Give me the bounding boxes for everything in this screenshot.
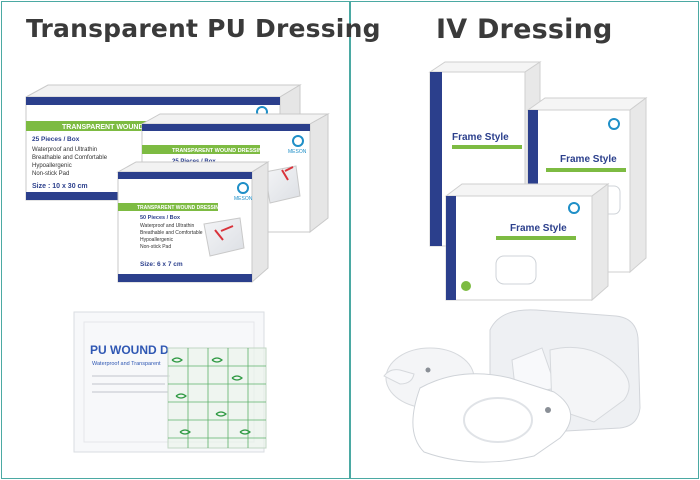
pu-box-large-feature-4: Non-stick Pad [32, 171, 69, 177]
dressing-sample-icon [203, 217, 245, 257]
pu-box-small-feature-4: Non-stick Pad [140, 244, 171, 250]
pu-box-small-count: 50 Pieces / Box [140, 215, 181, 221]
pu-box-small-feature-2: Breathable and Comfortable [140, 230, 203, 236]
pu-box-large-banner: TRANSPARENT WOUND [62, 124, 144, 131]
iv-box-front-label: Frame Style [510, 223, 567, 234]
brand-logo-icon [237, 182, 249, 194]
pu-box-small-size: Size: 6 x 7 cm [140, 261, 183, 268]
pu-box-large-feature-1: Waterproof and Ultrathin [32, 147, 97, 153]
panel-title-pu: Transparent PU Dressing [26, 14, 381, 43]
panel-title-iv: IV Dressing [436, 14, 613, 45]
pu-box-medium-banner: TRANSPARENT WOUND DRESSING [172, 148, 266, 154]
pu-box-small-feature-1: Waterproof and Ultrathin [140, 223, 195, 229]
ce-mark-icon [461, 281, 471, 291]
pu-box-large-size: Size : 10 x 30 cm [32, 183, 88, 190]
pouch-label: PU WOUND D [90, 343, 169, 357]
brand-logo-icon [608, 118, 620, 130]
pu-box-large-count: 25 Pieces / Box [32, 136, 80, 143]
pu-film [167, 347, 267, 449]
iv-box-back-label: Frame Style [452, 132, 509, 143]
iv-dressings [383, 309, 641, 463]
pu-box-small: MESON TRANSPARENT WOUND DRESSING 50 Piec… [116, 161, 270, 284]
pu-box-large-feature-2: Breathable and Comfortable [32, 155, 108, 161]
brand-logo-icon [568, 202, 580, 214]
panel-divider [349, 2, 351, 478]
iv-box-front: Frame Style [444, 183, 610, 302]
pu-box-small-feature-3: Hypoallergenic [140, 237, 174, 243]
pu-box-small-banner: TRANSPARENT WOUND DRESSING [137, 205, 223, 211]
iv-box-middle-label: Frame Style [560, 154, 617, 165]
pu-box-large-feature-3: Hypoallergenic [32, 163, 72, 169]
brand-logo-icon [292, 135, 304, 147]
brand-name: MESON [288, 149, 307, 155]
brand-name: MESON [234, 196, 253, 202]
pouch-sub: Waterproof and Transparent [92, 361, 161, 367]
